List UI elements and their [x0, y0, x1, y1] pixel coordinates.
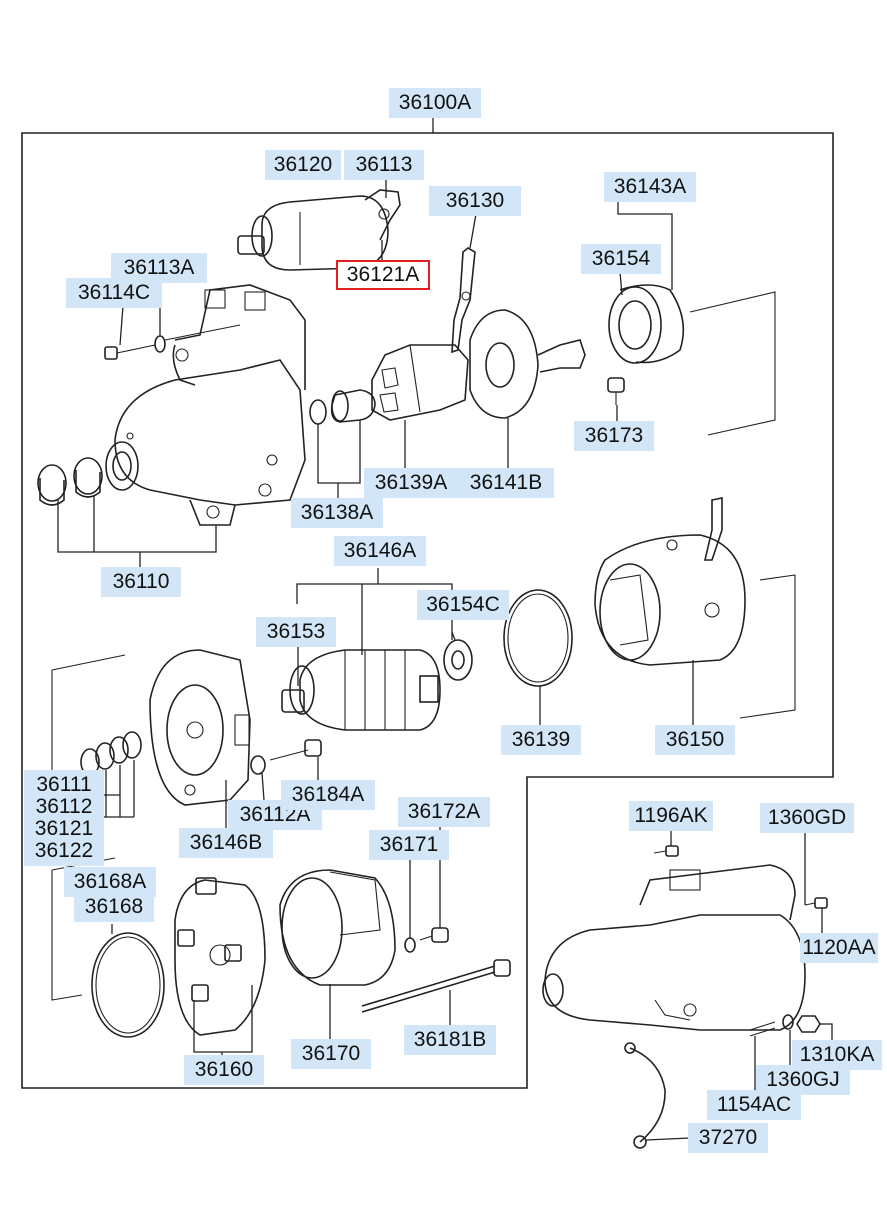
leader-36138A	[317, 420, 361, 484]
label-36173: 36173	[574, 421, 654, 451]
end-cover-drawing	[279, 869, 396, 986]
lever-drawing	[451, 247, 476, 354]
leader-1310KA	[820, 1023, 833, 1040]
label-1196AK: 1196AK	[629, 801, 713, 831]
seals-drawing	[80, 731, 142, 776]
bolt-36184A-drawing	[269, 739, 322, 761]
solenoid-drawing	[237, 189, 401, 271]
screw-36172A-drawing	[419, 927, 449, 943]
screw-36114C-drawing	[104, 335, 166, 360]
leader-36114C	[119, 305, 124, 346]
label-37270: 37270	[688, 1123, 768, 1153]
label-36113: 36113	[344, 150, 424, 180]
leader-36160	[193, 985, 253, 1053]
nut-1310KA	[796, 1015, 821, 1033]
leader-36143A	[617, 200, 673, 290]
bracket-36150	[739, 574, 796, 719]
label-36171: 36171	[369, 830, 449, 860]
washer-36112A-drawing	[250, 755, 266, 775]
bracket-36143A	[689, 291, 776, 436]
leader-36110	[57, 500, 217, 553]
label-36139A: 36139A	[364, 468, 458, 498]
label-36172A: 36172A	[398, 797, 490, 827]
bolt-36173-drawing	[607, 377, 625, 405]
label-1120AA: 1120AA	[800, 933, 878, 963]
label-36130: 36130	[429, 186, 521, 216]
label-36122: 36122	[24, 836, 104, 866]
main-frame	[21, 132, 834, 1089]
label-36120: 36120	[265, 150, 341, 180]
bearing-drawing	[608, 284, 685, 364]
leader-37270	[645, 1137, 691, 1141]
sleeve-36138A-drawing	[309, 389, 376, 425]
label-36153: 36153	[256, 617, 336, 647]
label-36121A-highlighted[interactable]: 36121A	[336, 260, 430, 290]
bolt-1120AA	[804, 897, 828, 909]
label-1154AC: 1154AC	[707, 1090, 801, 1120]
yoke-drawing	[594, 497, 746, 666]
label-36168: 36168	[74, 892, 154, 922]
label-36100A: 36100A	[389, 88, 481, 118]
label-1360GJ: 1360GJ	[756, 1065, 850, 1095]
label-36160: 36160	[184, 1055, 264, 1085]
plate-drawing	[469, 309, 586, 419]
through-bolt-drawing	[361, 959, 511, 1013]
label-36184A: 36184A	[281, 780, 375, 810]
label-36170: 36170	[291, 1039, 371, 1069]
brush-holder-drawing	[174, 877, 266, 1036]
label-36141B: 36141B	[458, 468, 554, 498]
leader-36154C	[451, 631, 456, 641]
label-36146A: 36146A	[334, 536, 426, 566]
stud-1154AC	[749, 1021, 776, 1037]
armature-drawing	[281, 649, 441, 731]
label-36114C: 36114C	[66, 278, 162, 308]
label-36143A: 36143A	[604, 172, 696, 202]
leader-36130	[469, 213, 477, 249]
bearing-36154C-drawing	[443, 639, 473, 681]
leader-36112A	[261, 772, 265, 801]
cable-37270	[624, 1042, 666, 1149]
rear-cover-drawing	[149, 649, 251, 806]
leader-36154	[619, 271, 623, 296]
bracket-seals-top	[51, 654, 126, 671]
assembled-starter-drawing	[542, 864, 806, 1031]
label-36138A: 36138A	[291, 498, 383, 528]
clutch-drawing	[371, 344, 469, 421]
bushings-drawing	[37, 457, 103, 506]
label-36110: 36110	[101, 567, 181, 597]
washer-36171-drawing	[404, 937, 416, 953]
label-36146B: 36146B	[179, 828, 273, 858]
small-bolt-1196AK	[653, 845, 679, 857]
o-ring-36139-drawing	[503, 589, 573, 687]
label-36181B: 36181B	[404, 1025, 496, 1055]
label-36150: 36150	[655, 725, 735, 755]
o-ring-36168-drawing	[91, 932, 165, 1038]
label-36154: 36154	[581, 244, 661, 274]
washer-1360GJ	[782, 1014, 794, 1030]
label-36139: 36139	[501, 725, 581, 755]
label-1360GD: 1360GD	[760, 803, 854, 833]
front-housing-drawing	[105, 284, 306, 526]
label-36154C: 36154C	[417, 590, 509, 620]
